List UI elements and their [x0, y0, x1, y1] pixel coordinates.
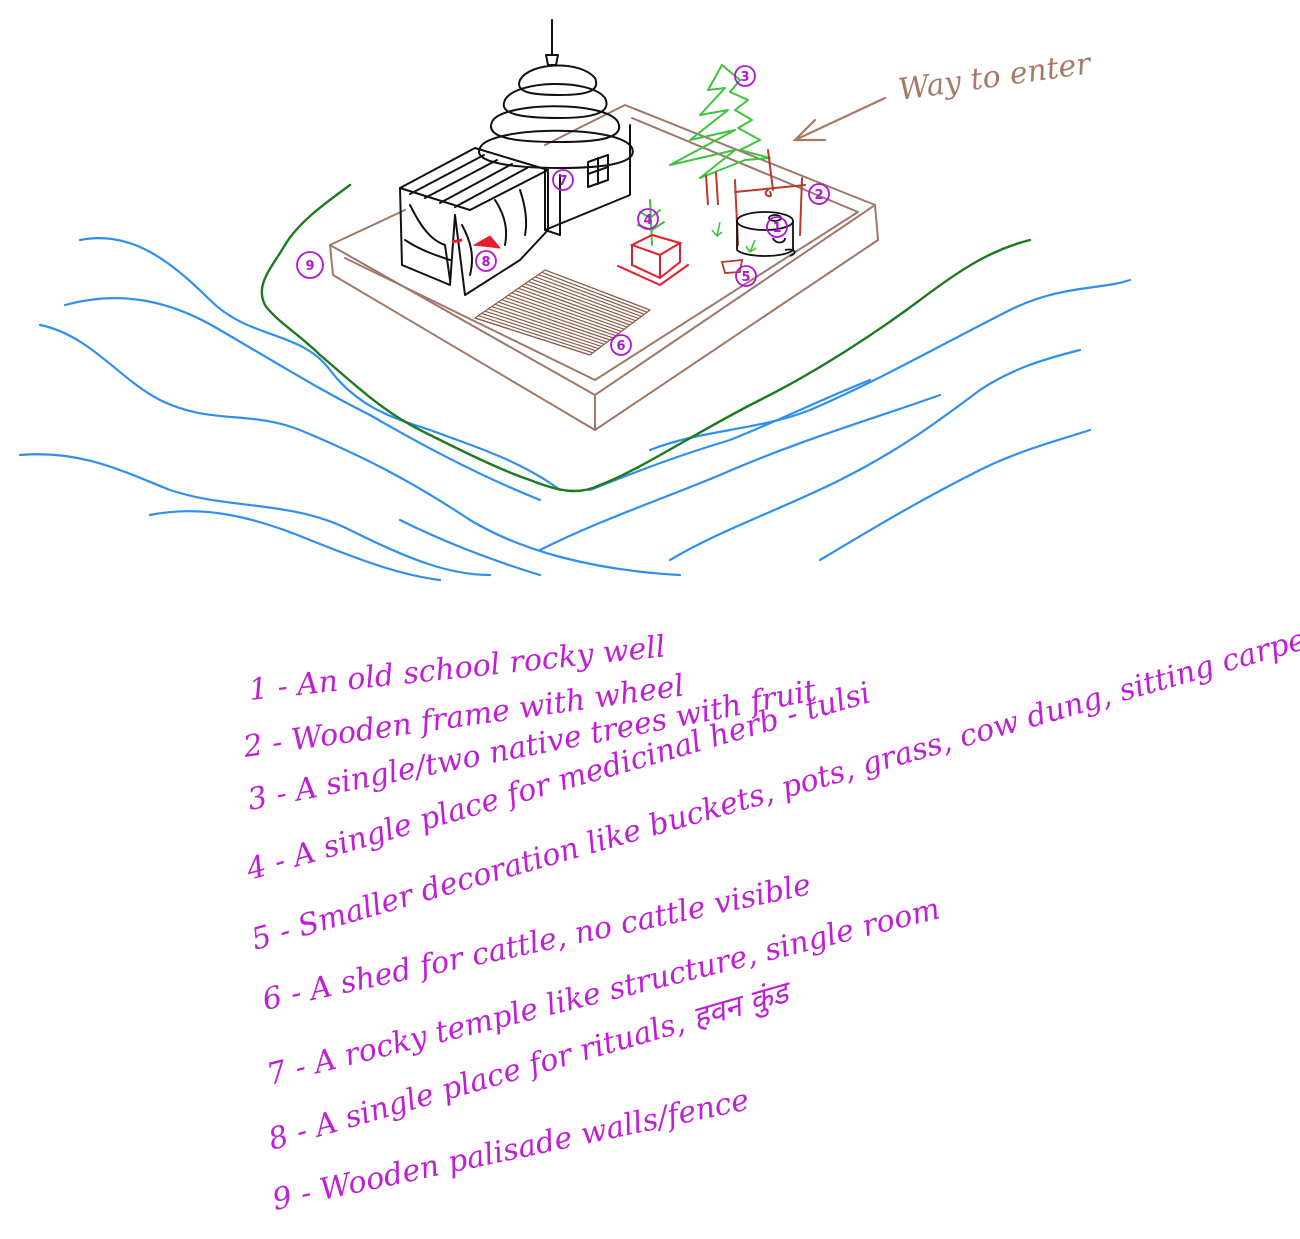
shed-hatch-line	[474, 317, 591, 356]
tulsi-pot-icon	[617, 199, 689, 287]
tree-trunk	[705, 171, 719, 206]
shed-hatch-line	[514, 290, 625, 330]
marker-3-circle	[734, 65, 756, 87]
bucket-icon	[720, 258, 744, 274]
shoreline	[260, 183, 1032, 493]
marker-8-circle	[475, 250, 497, 272]
shed-hatch-line	[518, 287, 628, 328]
marker-4-label: 4	[643, 213, 652, 228]
marker-2-label: 2	[814, 188, 823, 203]
marker-4-circle	[637, 208, 659, 230]
shed-hatch-line	[534, 276, 642, 317]
platform	[329, 104, 879, 431]
shed-hatch-line	[488, 308, 602, 347]
marker-9-label: 9	[305, 259, 314, 274]
shed-hatch-line	[511, 292, 622, 332]
marker-5-circle	[735, 265, 757, 287]
shed-hatch-line	[538, 274, 645, 315]
shed-hatch-line	[478, 315, 594, 354]
water-waves	[18, 237, 1132, 582]
shed-hatch-line	[531, 278, 639, 320]
shed-hatch-line	[541, 271, 648, 313]
marker-7-label: 7	[558, 174, 567, 189]
marker-9-circle	[296, 251, 324, 279]
way-to-enter-label: Way to enter	[896, 46, 1094, 108]
shed-hatch-line	[521, 285, 631, 326]
tree-icon	[669, 64, 771, 179]
shed-hatch-line	[504, 296, 616, 337]
ritual-spot	[451, 238, 463, 244]
shed-hatch-line	[498, 301, 611, 341]
shed-hatch-line	[508, 294, 619, 335]
marker-3-label: 3	[740, 70, 749, 85]
marker-8-label: 8	[481, 255, 490, 270]
shed-hatch-line	[524, 283, 634, 324]
marker-6-label: 6	[616, 339, 625, 354]
shed-hatch-line	[494, 303, 608, 343]
marker-7-circle	[552, 169, 574, 191]
shed-hatch-line	[501, 299, 614, 339]
arrow-icon	[792, 96, 887, 142]
marker-6-circle	[610, 334, 632, 356]
marker-2-circle	[808, 183, 830, 205]
marker-1-circle	[766, 216, 788, 238]
shed-hatch-line	[481, 312, 596, 352]
shed-hatch-line	[544, 269, 651, 311]
cattle-shed-icon	[473, 269, 652, 356]
temple-icon	[399, 19, 634, 296]
ritual-fire-icon	[472, 235, 502, 249]
shed-hatch-line	[491, 306, 605, 345]
small-arrows	[711, 221, 757, 254]
marker-5-label: 5	[741, 270, 750, 285]
shed-hatch-line	[528, 280, 636, 322]
shed-hatch-line	[484, 310, 599, 350]
markers: 1 2 3 4 5 6 7 8 9	[296, 65, 830, 356]
well-icon	[736, 211, 796, 257]
marker-1-label: 1	[772, 221, 781, 236]
